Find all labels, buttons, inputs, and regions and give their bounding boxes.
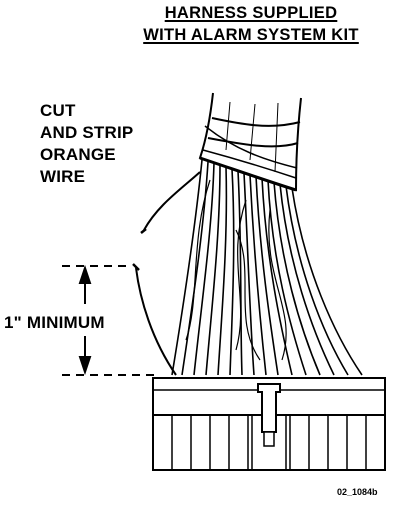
orange-wire-lower-end [135, 267, 177, 376]
dimension-arrowhead-down [78, 356, 92, 376]
callout-line-2: AND STRIP [40, 123, 134, 142]
harness-connector [152, 377, 386, 471]
dimension-arrowhead-up [78, 264, 92, 284]
title-line-2: WITH ALARM SYSTEM KIT [143, 26, 359, 44]
instruction-callout: CUT AND STRIP ORANGE WIRE [40, 100, 133, 188]
wire-bundle [171, 159, 363, 376]
callout-line-3: ORANGE [40, 145, 116, 164]
callout-line-1: CUT [40, 101, 76, 120]
callout-line-4: WIRE [40, 167, 86, 186]
orange-wire-upper-stub [143, 171, 201, 231]
orange-wire [132, 171, 201, 376]
connector-latch [257, 383, 281, 433]
title-line-1: HARNESS SUPPLIED [164, 4, 338, 22]
dimension-label: 1" MINIMUM [4, 313, 105, 332]
diagram-title: HARNESS SUPPLIED WITH ALARM SYSTEM KIT [96, 2, 406, 46]
tape-wrapped-bundle [198, 92, 302, 192]
figure-id: 02_1084b [337, 487, 378, 497]
dimension-lines [62, 264, 156, 376]
